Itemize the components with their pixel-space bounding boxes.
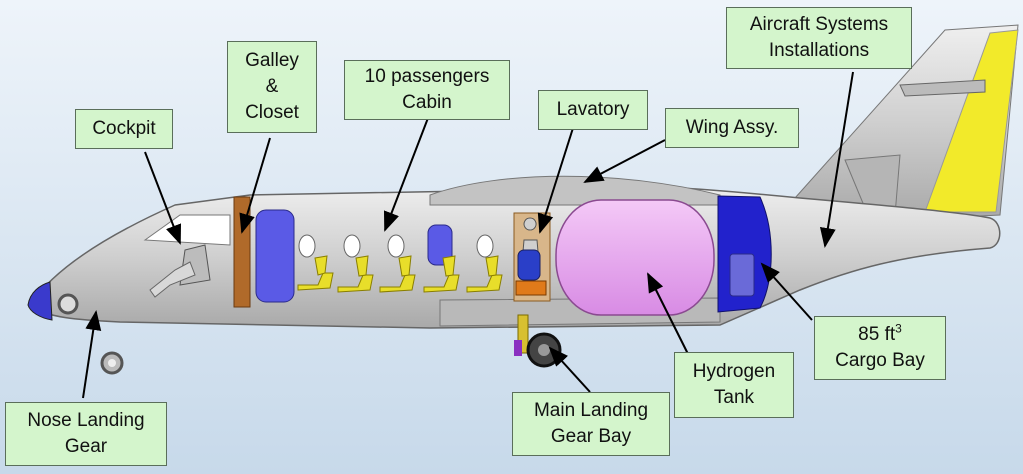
leader-arrows	[82, 71, 854, 399]
label-lavatory: Lavatory	[538, 90, 648, 130]
nose-gear-door	[57, 293, 79, 315]
cabin-door-rear	[427, 224, 453, 266]
main-gear-strut	[517, 314, 529, 354]
label-nose-landing-gear: Nose Landing Gear	[5, 402, 167, 466]
label-wing-assy-text: Wing Assy.	[685, 117, 779, 138]
label-main-gear-line2: Gear Bay	[550, 426, 632, 447]
label-hydrogen-tank: Hydrogen Tank	[674, 352, 794, 418]
label-galley-closet: Galley & Closet	[227, 41, 317, 133]
label-hydrogen-line1: Hydrogen	[692, 361, 776, 382]
label-cargo-bay: 85 ft3 Cargo Bay	[814, 316, 946, 380]
hydrogen-tank	[555, 199, 715, 316]
label-cargo-bay-line2: Cargo Bay	[835, 350, 925, 371]
label-lavatory-text: Lavatory	[556, 99, 630, 120]
label-aircraft-systems-line2: Installations	[768, 40, 870, 61]
label-galley-line3: Closet	[245, 102, 299, 123]
label-hydrogen-line2: Tank	[713, 387, 755, 408]
label-wing-assy: Wing Assy.	[665, 108, 799, 148]
label-cargo-bay-line1: 85 ft3	[858, 322, 902, 348]
label-galley-line2: &	[265, 76, 279, 97]
label-passengers-cabin: 10 passengers Cabin	[344, 60, 510, 120]
lavatory-base	[515, 280, 547, 296]
passenger-seats	[297, 255, 503, 293]
label-cabin-line2: Cabin	[402, 92, 452, 113]
horizontal-stabilizer	[899, 79, 986, 97]
pilot-figure	[149, 261, 196, 298]
lavatory-toilet	[517, 249, 541, 281]
cabin-windows	[298, 234, 494, 258]
label-main-gear-line1: Main Landing	[533, 400, 649, 421]
main-gear-hub	[538, 344, 550, 356]
main-gear-link	[514, 340, 522, 356]
label-galley-line1: Galley	[245, 50, 299, 71]
label-aircraft-systems: Aircraft Systems Installations	[726, 7, 912, 69]
label-cockpit: Cockpit	[75, 109, 173, 149]
tail-stripe	[924, 29, 1019, 213]
label-nose-gear-line1: Nose Landing	[27, 410, 145, 431]
cargo-door	[729, 253, 755, 297]
cabin-door-front	[255, 209, 295, 303]
nose-gear-wheel-hub	[108, 359, 116, 367]
cargo-volume-text: 85 ft	[858, 324, 896, 345]
label-main-landing-gear: Main Landing Gear Bay	[512, 392, 670, 456]
label-aircraft-systems-line1: Aircraft Systems	[749, 14, 889, 35]
cargo-volume-superscript: 3	[895, 321, 902, 336]
nose-cone	[27, 281, 53, 321]
label-cabin-line1: 10 passengers	[364, 66, 490, 87]
label-cockpit-text: Cockpit	[92, 118, 156, 139]
label-nose-gear-line2: Gear	[64, 436, 108, 457]
